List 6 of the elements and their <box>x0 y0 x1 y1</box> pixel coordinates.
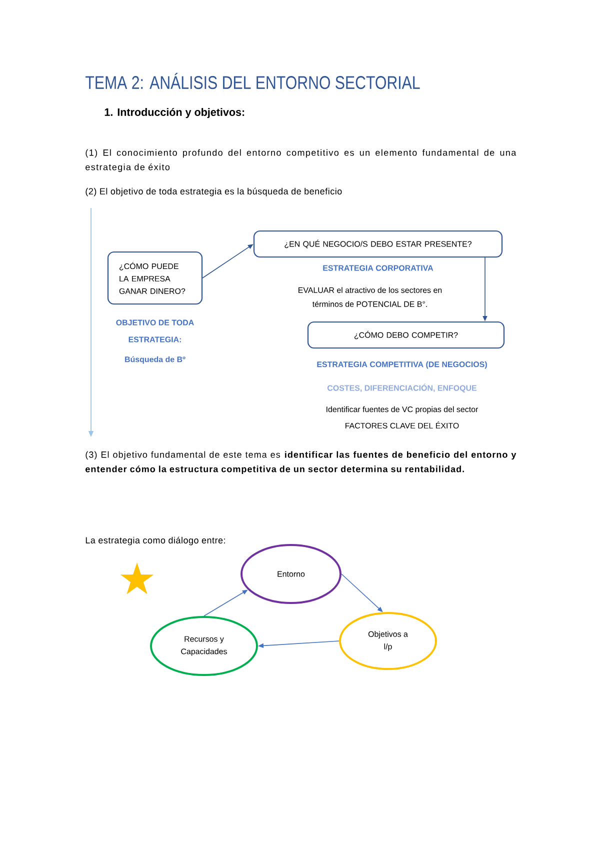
paragraph: (3) El objetivo fundamental de este tema es identificar las fuentes de beneficio del entorno y entender cómo la estructura competitiva de un sector determina su rentabilidad. <box>86 451 516 474</box>
section-heading: 1. Introducción y objetivos: <box>104 108 244 118</box>
paragraph: La estrategia como diálogo entre: <box>86 536 225 546</box>
paragraph: (2) El objetivo de toda estrategia es la búsqueda de beneficio <box>86 188 342 196</box>
paragraph: (1) El conocimiento profundo del entorno competitivo es un elemento fundamental de una estrategia de éxito <box>86 149 516 172</box>
title: TEMA 2: ANÁLISIS DEL ENTORNO SECTORIAL <box>86 72 420 90</box>
